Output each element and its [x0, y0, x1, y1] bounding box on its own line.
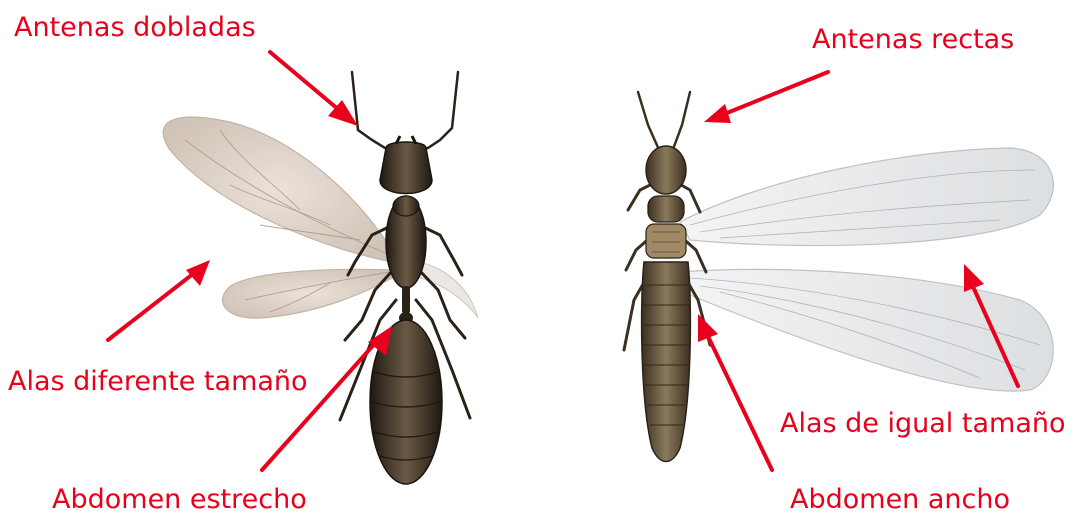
- ant-right-wing-fragment: [420, 262, 478, 318]
- termite-illustration: [624, 92, 1053, 462]
- termite-abdomen: [642, 262, 691, 462]
- termite-upper-wing: [680, 148, 1053, 246]
- label-abdomen-ancho: Abdomen ancho: [790, 486, 1010, 513]
- termite-lower-wing: [680, 269, 1053, 391]
- label-antenas-dobladas: Antenas dobladas: [14, 14, 256, 41]
- termite-head: [646, 146, 686, 194]
- termite-thorax: [648, 196, 684, 222]
- label-alas-igual-tamano: Alas de igual tamaño: [780, 410, 1066, 437]
- ant-illustration: [163, 72, 478, 484]
- arrow-antenas-dobladas: [270, 52, 345, 115]
- label-antenas-rectas: Antenas rectas: [812, 26, 1014, 53]
- label-alas-diferente-tamano: Alas diferente tamaño: [8, 368, 308, 395]
- label-abdomen-estrecho: Abdomen estrecho: [52, 486, 307, 513]
- arrow-abdomen-estrecho: [262, 340, 378, 470]
- arrow-alas-diferente: [108, 270, 198, 340]
- arrow-antenas-rectas: [722, 72, 828, 115]
- ant-head: [380, 142, 432, 194]
- arrow-abdomen-ancho: [705, 330, 772, 470]
